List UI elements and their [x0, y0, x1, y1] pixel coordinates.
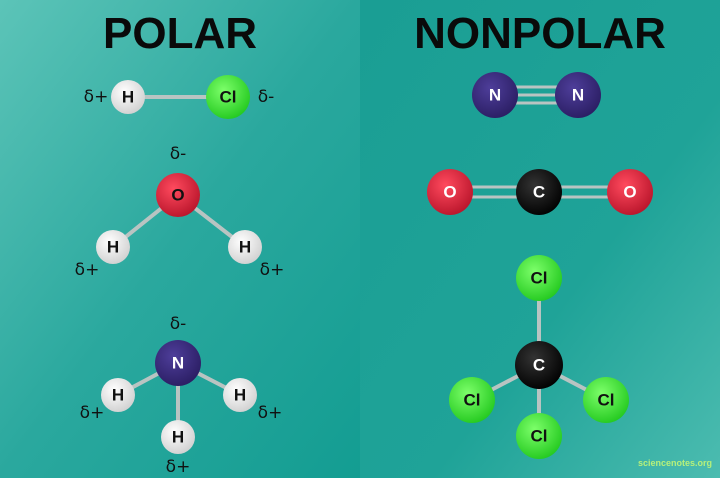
nitrogen-atom — [472, 72, 518, 118]
hydrogen-atom — [228, 230, 262, 264]
carbon-atom — [515, 341, 563, 389]
oxygen-atom — [427, 169, 473, 215]
nitrogen-atom — [155, 340, 201, 386]
atom-label: Cl — [598, 391, 615, 410]
hydrogen-atom — [101, 378, 135, 412]
chlorine-atom — [449, 377, 495, 423]
hydrogen-atom — [223, 378, 257, 412]
hydrogen-atom — [161, 420, 195, 454]
atom-label: N — [489, 86, 501, 105]
ammonia-molecule: N H H H δ- δ+ δ+ δ+ — [80, 314, 283, 477]
chlorine-atom — [583, 377, 629, 423]
partial-charge: δ+ — [84, 87, 109, 107]
oxygen-atom — [156, 173, 200, 217]
nonpolar-title: NONPOLAR — [414, 9, 666, 58]
atom-label: Cl — [531, 269, 548, 288]
watermark: sciencenotes.org — [638, 458, 712, 468]
atom-label: H — [172, 428, 184, 447]
atom-label: O — [171, 186, 184, 205]
hydrogen-atom — [111, 80, 145, 114]
carbon-tetrachloride-molecule: Cl Cl Cl Cl C — [449, 255, 629, 459]
atom-label: H — [112, 386, 124, 405]
carbon-dioxide-molecule: O C O — [427, 169, 653, 215]
nitrogen-molecule: N N — [472, 72, 601, 118]
atom-label: H — [107, 238, 119, 257]
atom-label: Cl — [464, 391, 481, 410]
hydrogen-atom — [96, 230, 130, 264]
atom-label: N — [172, 354, 184, 373]
atom-label: H — [234, 386, 246, 405]
atom-label: O — [443, 183, 456, 202]
hcl-molecule: H Cl δ+ δ- — [84, 75, 275, 119]
oxygen-atom — [607, 169, 653, 215]
atom-label: C — [533, 183, 545, 202]
atom-label: Cl — [220, 88, 237, 107]
nitrogen-atom — [555, 72, 601, 118]
partial-charge: δ+ — [166, 457, 191, 477]
chlorine-atom — [516, 255, 562, 301]
atom-label: N — [572, 86, 584, 105]
partial-charge: δ- — [170, 144, 187, 164]
carbon-atom — [516, 169, 562, 215]
chlorine-atom — [206, 75, 250, 119]
atom-label: C — [533, 356, 545, 375]
partial-charge: δ- — [170, 314, 187, 334]
atom-label: Cl — [531, 427, 548, 446]
partial-charge: δ- — [258, 87, 275, 107]
partial-charge: δ+ — [75, 260, 100, 280]
partial-charge: δ+ — [258, 403, 283, 423]
atom-label: O — [623, 183, 636, 202]
water-molecule: O H H δ- δ+ δ+ — [75, 144, 285, 280]
atom-label: H — [239, 238, 251, 257]
polar-title: POLAR — [103, 9, 257, 58]
atom-label: H — [122, 88, 134, 107]
partial-charge: δ+ — [80, 403, 105, 423]
partial-charge: δ+ — [260, 260, 285, 280]
chlorine-atom — [516, 413, 562, 459]
